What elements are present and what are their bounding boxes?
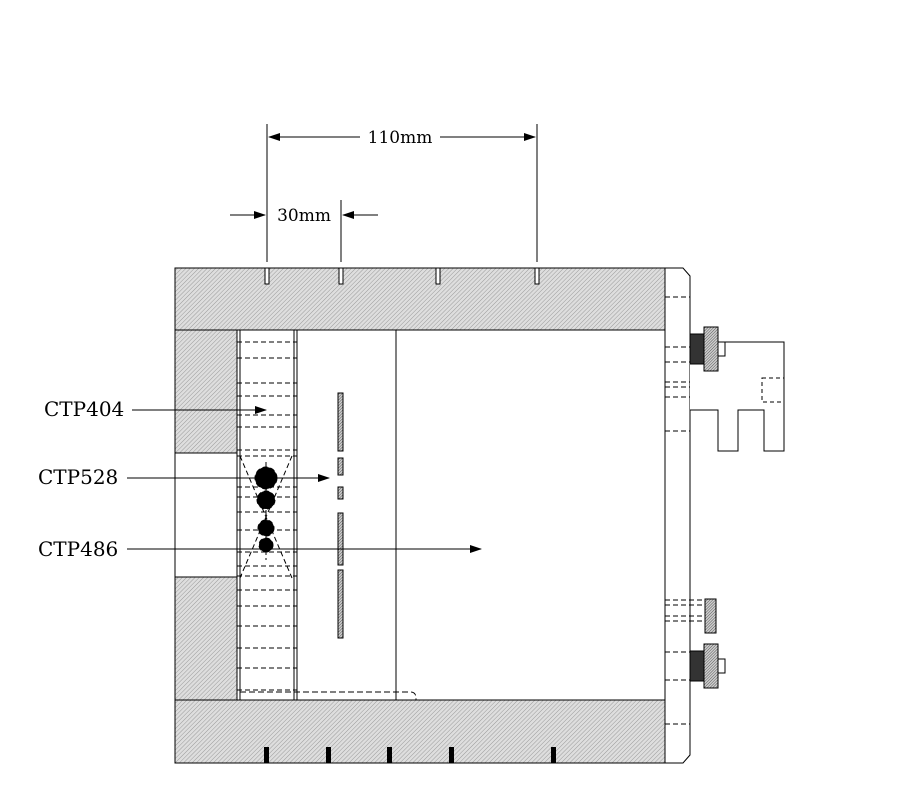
dimension-30mm: 30mm [230,200,378,262]
knurled-knob-icon [705,599,716,633]
label-ctp404: CTP404 [44,397,124,421]
dimension-label-inner: 30mm [277,206,331,226]
dimension-110mm: 110mm [267,124,537,262]
module-ctp404 [237,330,297,700]
module-ctp528 [297,330,396,700]
label-ctp528: CTP528 [38,465,118,489]
dimension-label-outer: 110mm [368,128,433,148]
label-ctp486: CTP486 [38,537,118,561]
knurled-knob-icon [690,644,725,688]
